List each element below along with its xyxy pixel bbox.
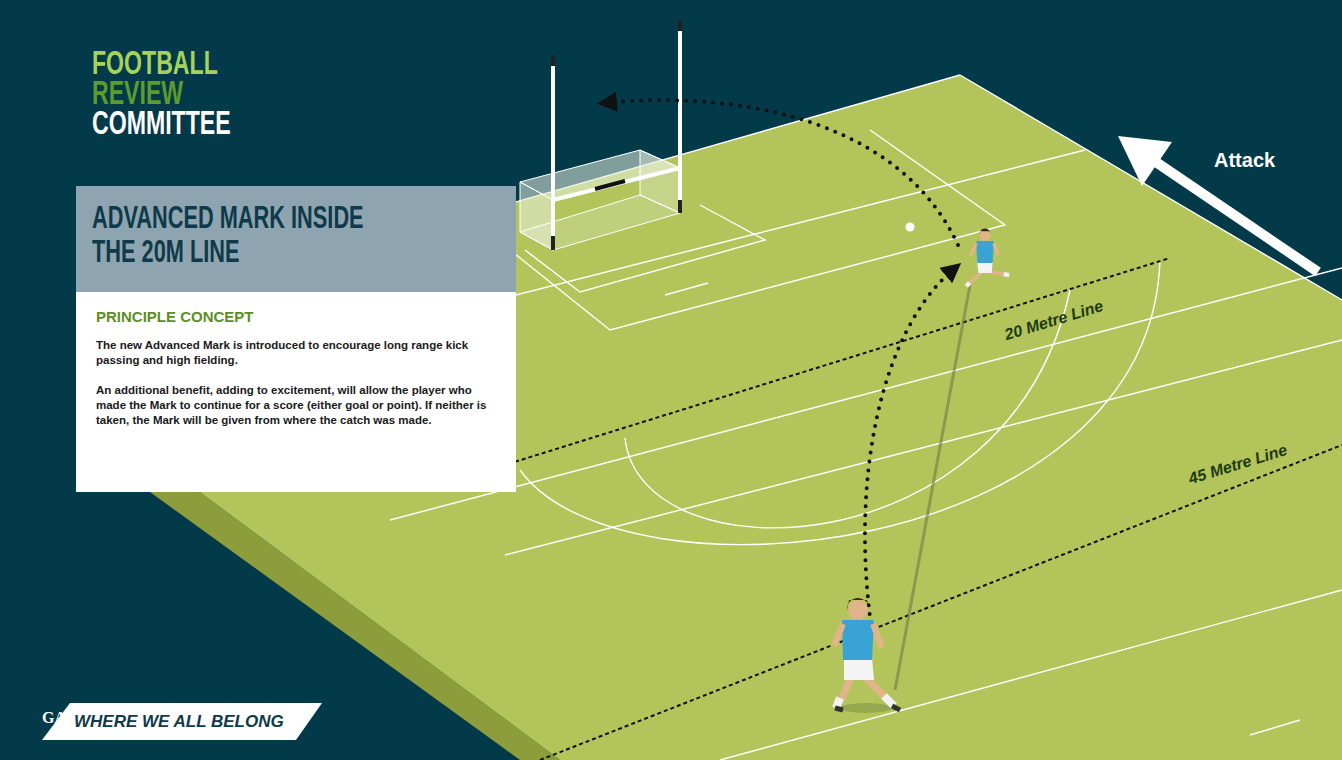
goal xyxy=(520,20,680,250)
ball-shadow xyxy=(895,285,970,690)
direction-label: Attack xyxy=(1214,148,1275,172)
banner-fill xyxy=(42,703,322,740)
catcher-player xyxy=(966,228,1009,286)
attack-arrow xyxy=(1118,136,1318,272)
heading-band: ADVANCED MARK INSIDE THE 20M LINE xyxy=(76,186,516,292)
twenty-metre-line xyxy=(495,258,1170,468)
kicker-player xyxy=(834,598,900,713)
section-heading: PRINCIPLE CONCEPT xyxy=(96,308,498,326)
kick-path xyxy=(865,268,955,632)
heading-text: ADVANCED MARK INSIDE THE 20M LINE xyxy=(92,200,391,268)
forty-five-metre-line xyxy=(540,445,1342,760)
body-text: An additional benefit, adding to excitem… xyxy=(96,383,498,428)
score-path xyxy=(605,100,958,245)
title-line: REVIEW xyxy=(92,78,183,108)
slogan-banner: WHERE WE ALL BELONG xyxy=(42,703,322,740)
body-text: The new Advanced Mark is introduced to e… xyxy=(96,338,498,368)
title-line: COMMITTEE xyxy=(92,108,231,138)
slogan-text: WHERE WE ALL BELONG xyxy=(74,703,284,740)
title-line: FOOTBALL xyxy=(92,48,218,78)
concept-panel: PRINCIPLE CONCEPT The new Advanced Mark i… xyxy=(76,292,516,492)
ball xyxy=(906,223,915,232)
